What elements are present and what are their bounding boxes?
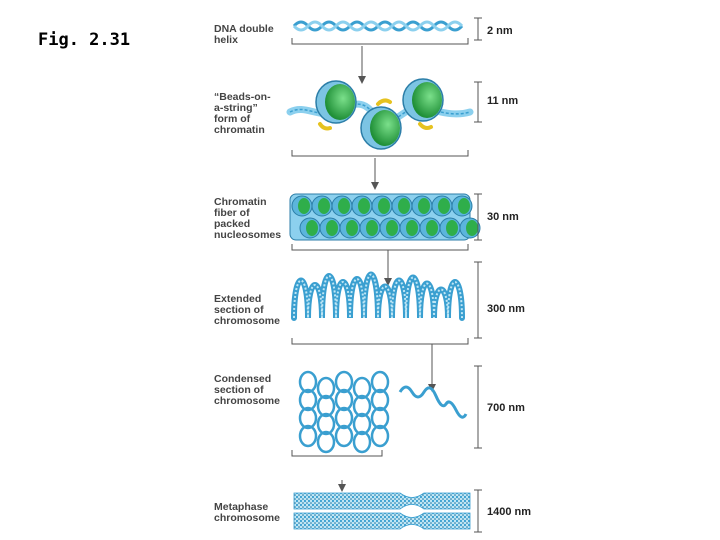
beads-on-a-string (290, 79, 470, 149)
dna-double-helix (294, 22, 462, 30)
histone-core (358, 198, 370, 214)
metaphase-chromosome (294, 493, 470, 529)
scale-bar-1400nm (474, 490, 482, 532)
histone-core (438, 198, 450, 214)
linker-histone (420, 124, 431, 128)
histone-core (446, 220, 458, 236)
histone-core (406, 220, 418, 236)
histone-core (386, 220, 398, 236)
histone-core (338, 198, 350, 214)
scale-bracket (292, 150, 468, 156)
scale-bracket (292, 338, 468, 344)
scale-bar-11nm (474, 82, 482, 122)
histone-core (466, 220, 478, 236)
histone-core (318, 198, 330, 214)
histone-core (346, 220, 358, 236)
nucleosome-bead (316, 81, 356, 123)
histone-core (418, 198, 430, 214)
condensed-chromosome-section (300, 372, 466, 452)
nucleosome-bead (361, 107, 401, 149)
scale-bar-2nm (474, 18, 482, 40)
scale-bracket (292, 244, 468, 250)
scale-bar-700nm (474, 366, 482, 448)
histone-core (326, 220, 338, 236)
scale-bracket (292, 38, 468, 44)
histone-core (366, 220, 378, 236)
scale-bar-300nm (474, 262, 482, 338)
histone-core (398, 198, 410, 214)
histone-core (426, 220, 438, 236)
histone-core (378, 198, 390, 214)
scale-bracket (292, 450, 382, 456)
extended-chromosome-section (294, 275, 462, 319)
chromatin-fiber (290, 194, 480, 240)
nucleosome-bead (403, 79, 443, 121)
linker-histone (320, 124, 330, 129)
histone-core (458, 198, 470, 214)
linker-histone (378, 100, 390, 104)
histone-core (306, 220, 318, 236)
histone-core (298, 198, 310, 214)
